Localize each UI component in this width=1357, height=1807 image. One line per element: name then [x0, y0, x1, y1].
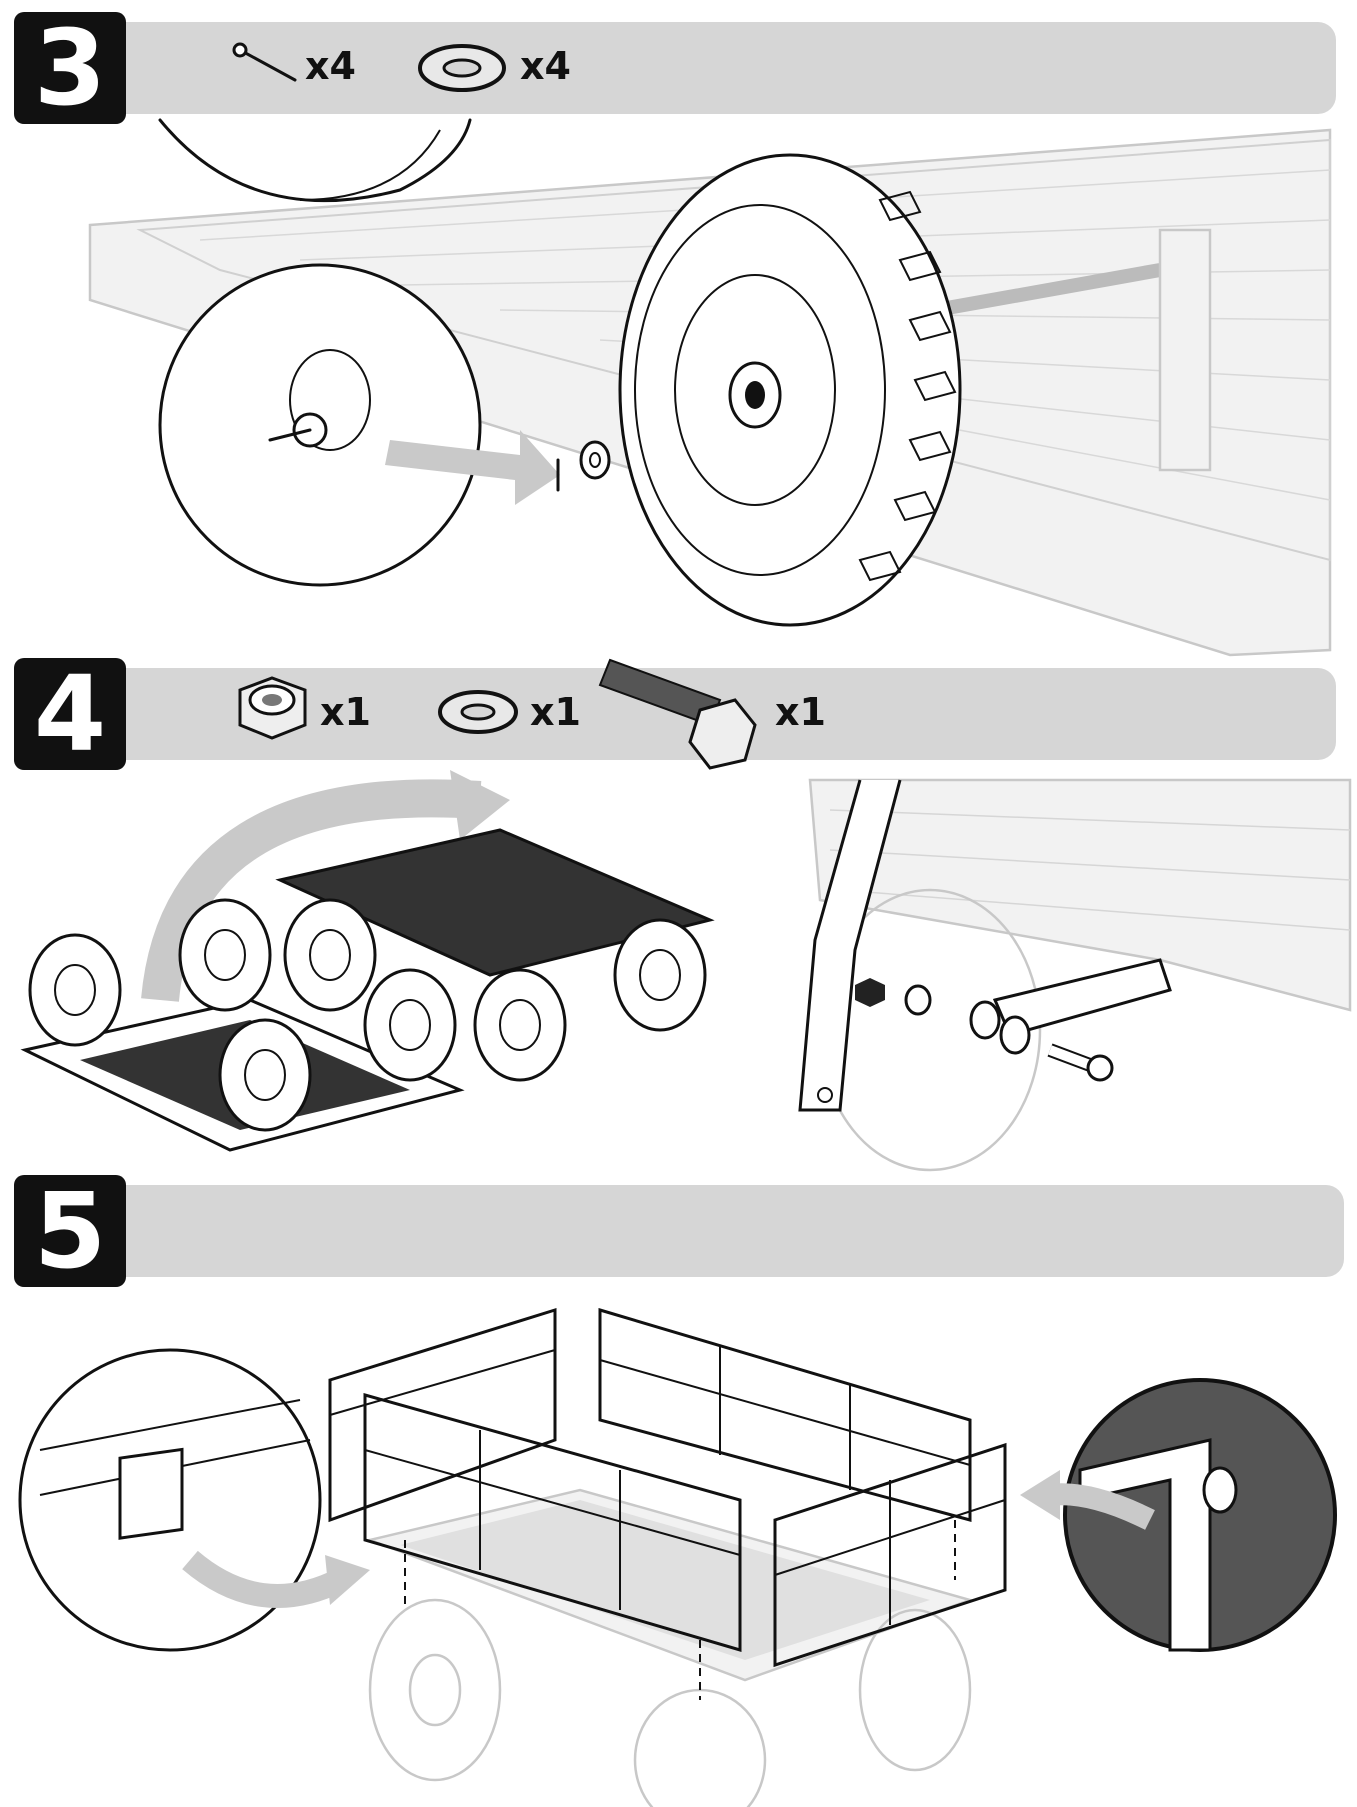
- step-5-header-bar: [126, 1185, 1344, 1277]
- step-3-washer-qty: x4: [520, 44, 571, 88]
- step-4-lock-nut-qty: x1: [320, 690, 371, 734]
- step-5-number-badge: 5: [14, 1175, 126, 1287]
- step-3-header-bar: [126, 22, 1336, 114]
- step-4-washer-qty: x1: [530, 690, 581, 734]
- step-4-number-badge: 4: [14, 658, 126, 770]
- step-4-bolt-qty: x1: [775, 690, 826, 734]
- step-3-cotter-pin-qty: x4: [305, 44, 356, 88]
- step-3-number-badge: 3: [14, 12, 126, 124]
